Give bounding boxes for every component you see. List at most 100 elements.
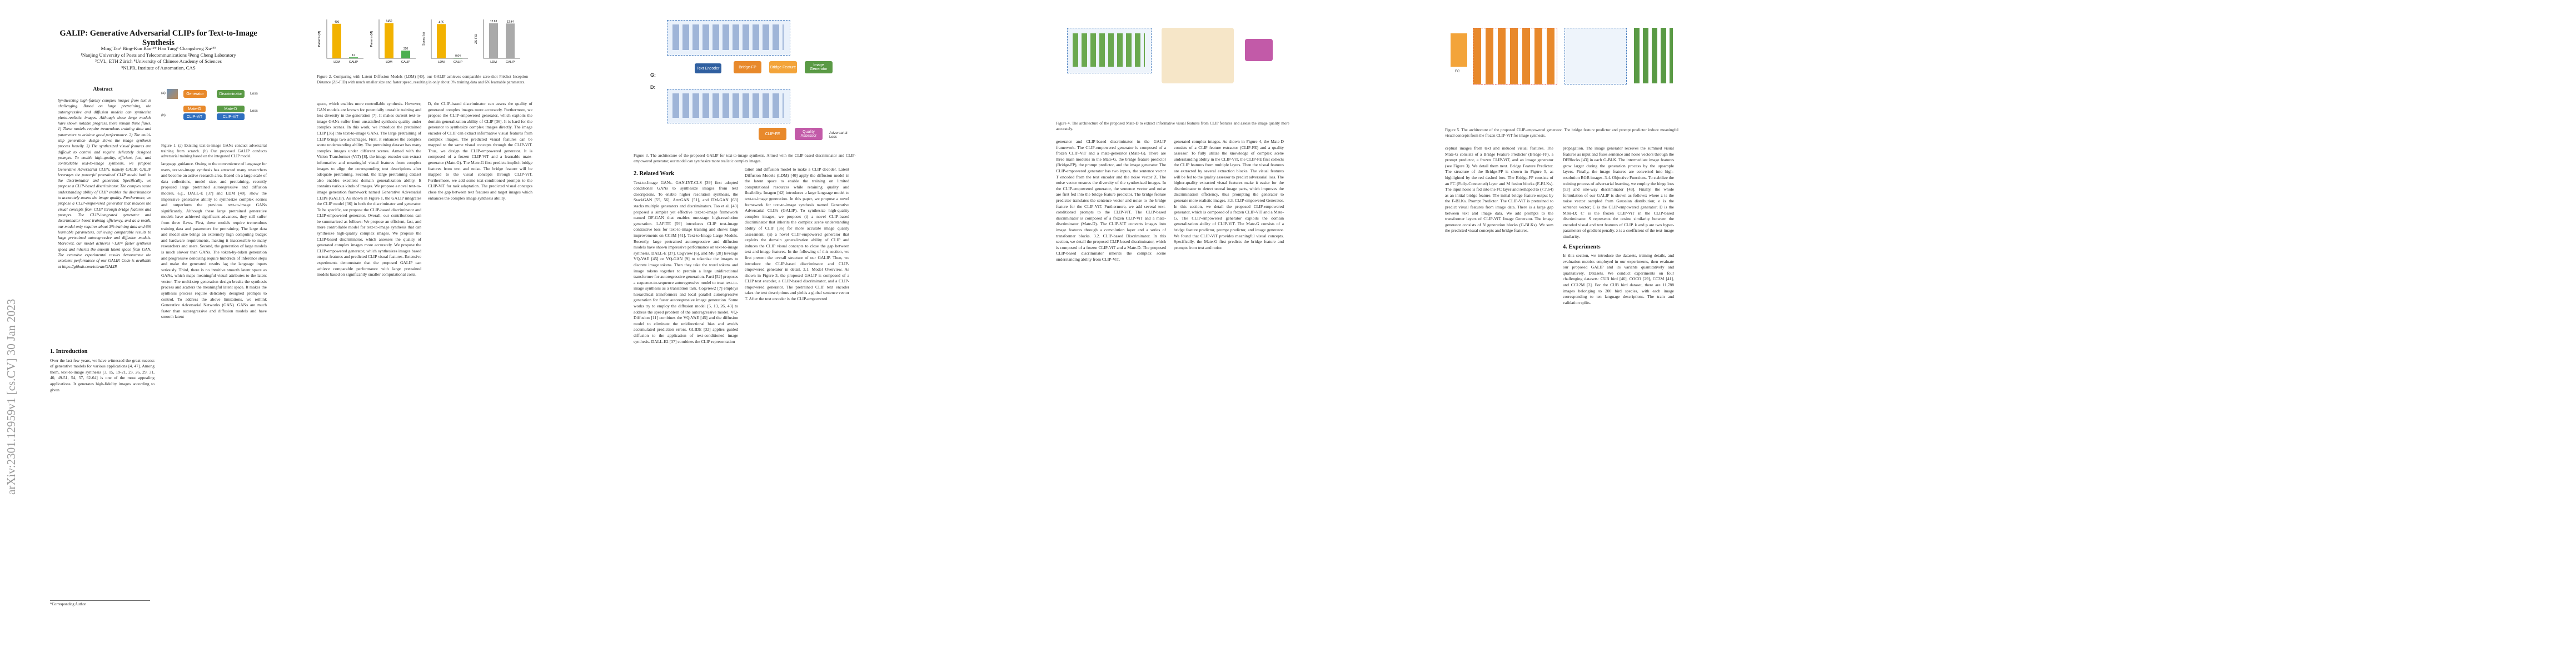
fig2-ylabel-1: Params (M) [370,31,373,47]
figure-3-caption: Figure 3. The architecture of the propos… [634,153,856,163]
fig3-transformer-blocks-bottom [672,93,784,118]
fig1-clip-vit-g-box: CLIP-ViT [183,113,206,120]
fig2-ylabel-3: ZS-FID [475,34,478,44]
figure-1: (a) Generator Discriminator Loss (b) Mat… [161,87,267,140]
fig1-mate-g-box: Mate-G [183,106,206,112]
fig4-green-layers [1073,33,1145,67]
fig5-fc-label: FC [1455,69,1460,73]
figure-4 [1056,17,1289,117]
fig2-value-label-3-1: 12.54 [507,20,514,23]
related-text: Text-to-Image GANs. GAN-INT-CLS [39] fir… [634,180,738,344]
page4-column-2: generated complex images. As shown in Fi… [1174,139,1284,250]
related-heading: 2. Related Work [634,171,675,177]
fig2-value-label-0-0: 400 [335,21,340,24]
fig2-category-label-2-0: LDM [438,61,445,64]
fig1-mate-d-box: Mate-D [217,106,245,112]
fig3-transformer-blocks-top [672,24,784,50]
fig2-bar-3-0 [489,23,498,58]
fig2-bar-1-0 [385,23,393,58]
fig2-value-label-2-1: 0.04 [455,54,461,58]
fig1-a-label: (a) [161,91,166,95]
authors: Ming Tao¹ Bing-Kun Bao¹²* Hao Tang³ Chan… [101,46,216,51]
experiments-heading: 4. Experiments [1563,243,1601,250]
method-intro-text: tation and diffusion model to make a CLI… [745,167,849,302]
figure-3: G: D: Text Encoder Bridge-FP Bridge Feat… [634,17,856,150]
fig3-g-label: G: [650,72,656,78]
page-3: G: D: Text Encoder Bridge-FP Bridge Feat… [634,0,945,667]
page1-column-2: language guidance. Owing to the convenie… [161,161,267,320]
page3-column-2: tation and diffusion model to make a CLI… [745,167,849,302]
fig5-image-generator [1634,28,1673,83]
figure-4-caption: Figure 4. The architecture of the propos… [1056,121,1289,131]
page-4: Figure 4. The architecture of the propos… [1056,0,1378,667]
fig2-value-label-1-0: 1450 [386,20,392,23]
figure-5-caption: Figure 5. The architecture of the propos… [1445,128,1678,138]
fig4-extraction-blocks [1162,28,1234,83]
page-5: FC Figure 5. The architecture of the pro… [1445,0,1756,667]
page-1: arXiv:2301.12959v1 [cs.CV] 30 Jan 2023 G… [0,0,311,667]
fig1-image-thumb [167,89,178,99]
fig2-bar-2-0 [437,24,446,58]
affiliation-3: ⁵NLPR, Institute of Automation, CAS [121,64,196,71]
fig3-adversarial-loss: Adversarial Loss [829,131,848,139]
fig2-value-label-0-1: 12 [352,54,355,57]
fig2-value-label-3-0: 12.63 [490,20,497,23]
fig1-loss-b: Loss [250,109,258,113]
fig2-category-label-0-0: LDM [333,61,340,64]
page5-column-2: propagation. The image generator receive… [1563,146,1674,306]
fig2-bar-0-1 [349,57,358,58]
fig3-text-encoder: Text Encoder [695,63,721,73]
fig2-value-label-2-0: 4.85 [439,21,444,24]
fig3-bridge-feature: Bridge Feature [769,61,797,73]
fig2-category-label-0-1: GALIP [349,61,358,64]
fig2-bar-0-0 [332,23,341,58]
fig2-category-label-1-0: LDM [386,61,392,64]
figure-2-caption: Figure 2. Comparing with Latent Diffusio… [317,74,528,84]
arxiv-stamp: arXiv:2301.12959v1 [cs.CV] 30 Jan 2023 [4,298,18,495]
paper-title: GALIP: Generative Adversarial CLIPs for … [59,29,257,47]
fig2-axis-2 [431,19,468,59]
intro-text: Over the last few years, we have witness… [50,357,155,392]
fig2-ylabel-2: Speed (s) [422,32,426,46]
figure-1-caption: Figure 1. (a) Existing text-to-image GAN… [161,143,267,159]
fig3-d-label: D: [650,84,656,90]
page3-column-1: 2. Related Work Text-to-Image GANs. GAN-… [634,167,738,345]
fig2-axis-1 [378,19,416,59]
footnote: *Corresponding Author [50,600,150,606]
page4-column-1: generator and CLIP-based discriminator i… [1056,139,1166,262]
fig2-axis-3 [483,19,520,59]
fig3-clip-fe: CLIP-FE [759,128,786,140]
fig1-generator-box: Generator [183,90,207,98]
abstract-heading: Abstract [93,87,113,92]
fig1-clip-vit-d-box: CLIP-ViT [217,113,245,120]
fig2-value-label-1-1: 320 [403,47,408,51]
page2-column-1: space, which enables more controllable s… [317,101,421,277]
fig2-bar-3-1 [506,23,515,58]
fig2-axis-0 [326,19,363,59]
fig5-clip-vit [1564,28,1627,84]
page5-column-1: ceptual images from text and induced vis… [1445,146,1553,233]
affiliation-1: ¹Nanjing University of Posts and Telecom… [81,52,236,58]
intro-column: 1. Introduction Over the last few years,… [50,345,155,393]
fig2-category-label-3-0: LDM [490,61,497,64]
fig2-bar-1-1 [401,51,410,58]
fig3-image-generator: Image Generator [805,61,833,73]
fig2-category-label-2-1: GALIP [454,61,463,64]
fig5-fusion-blocks [1473,28,1557,84]
figure-5: FC [1445,17,1678,122]
fig2-ylabel-0: Params (M) [318,31,321,47]
fig2-category-label-3-1: GALIP [506,61,515,64]
fig1-loss-a: Loss [250,92,258,96]
fig3-quality-assessor: Quality Assessor [795,128,823,140]
fig3-bridge-fp: Bridge-FP [734,61,761,73]
page2-column-2: D, the CLIP-based discriminator can asse… [428,101,532,201]
fig5-fc-box [1451,33,1467,67]
abstract-text: Synthesizing high-fidelity complex image… [58,98,151,269]
fig1-b-label: (b) [161,113,166,117]
experiments-text: In this section, we introduce the datase… [1563,253,1674,305]
fig2-category-label-1-1: GALIP [401,61,411,64]
fig1-discriminator-box: Discriminator [217,90,245,98]
affiliation-2: ³CVL, ETH Zürich ⁴University of Chinese … [95,58,222,64]
